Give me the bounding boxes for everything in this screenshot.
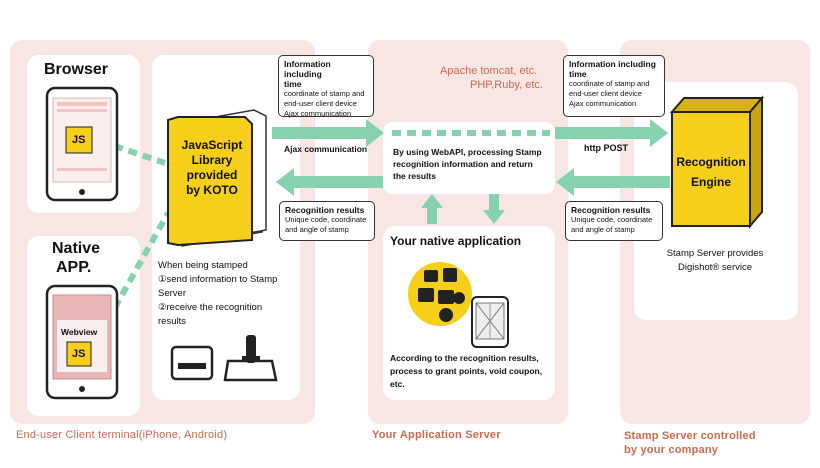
info-right-callout: Information including time coordinate of… [563, 55, 665, 117]
native-app-icon-cluster [408, 262, 472, 326]
library-line1: JavaScript [181, 138, 243, 152]
stamp-step2-a: ②receive the recognition [158, 302, 263, 313]
native-title-line2: APP. [56, 259, 92, 276]
library-line4: by KOTO [186, 183, 238, 197]
result-left-callout: Recognition results Unique code, coordin… [279, 201, 375, 241]
recognition-engine-box [669, 95, 765, 229]
client-caption: End-user Client terminal(iPhone, Android… [16, 429, 228, 441]
library-line2: Library [191, 153, 233, 167]
stamp-step1-a: ①send information to Stamp [158, 274, 278, 285]
http-post-label: http POST [584, 143, 628, 153]
result-left-arrow-head [276, 168, 294, 196]
native-title-line1: Native [52, 240, 101, 257]
browser-js-label: JS [72, 134, 86, 146]
native-application-card [383, 226, 555, 400]
native-js-badge [66, 341, 92, 367]
stamp-provides-text: Stamp Server provides Digishot® service [666, 248, 764, 273]
native-js-label: JS [72, 348, 86, 360]
stamp-step2-b: results [158, 316, 186, 327]
browser-title: Browser [44, 61, 109, 78]
browser-connector-line [99, 138, 166, 166]
tech-line1: Apache tomcat, etc. [440, 65, 538, 77]
stamp-device-handle [223, 335, 278, 382]
stamp-server-caption: Stamp Server controlled by your company [624, 430, 756, 456]
library-line3: provided [186, 168, 238, 182]
webapi-text: By using WebAPI, processing Stamp recogn… [393, 147, 542, 181]
stamp-device-box [170, 345, 214, 381]
down-arrow-body [489, 194, 499, 212]
result-right-callout: Recognition results Unique code, coordin… [565, 201, 663, 241]
ajax-arrow-head [366, 119, 384, 147]
down-arrow-head [483, 210, 505, 224]
http-arrow-body [555, 127, 652, 139]
result-right-arrow-body [572, 176, 670, 188]
native-app-desc: According to the recognition results, pr… [390, 353, 543, 389]
webview-label: Webview [61, 327, 98, 337]
tech-line2: PHP,Ruby, etc. [470, 79, 543, 91]
engine-label: Recognition Engine [676, 155, 746, 189]
http-arrow-head [650, 119, 668, 147]
info-left-callout: Information including time coordinate of… [278, 55, 374, 118]
result-left-arrow-body [292, 176, 383, 188]
stamp-note-title: When being stamped [158, 260, 248, 271]
app-server-caption: Your Application Server [372, 429, 501, 441]
stamp-step1-b: Server [158, 288, 186, 299]
browser-js-badge [65, 126, 93, 154]
native-app-title: Your native application [390, 234, 522, 248]
ajax-label: Ajax communication [284, 144, 368, 154]
library-folder [167, 109, 267, 247]
result-right-arrow-head [556, 168, 574, 196]
ajax-arrow-body [272, 127, 368, 139]
library-label: JavaScript Library provided by KOTO [172, 138, 252, 198]
up-arrow-head [421, 194, 443, 208]
smartphone-map-icon [471, 296, 509, 348]
stamp-note: When being stamped ①send information to … [158, 259, 298, 329]
up-arrow-body [427, 206, 437, 224]
